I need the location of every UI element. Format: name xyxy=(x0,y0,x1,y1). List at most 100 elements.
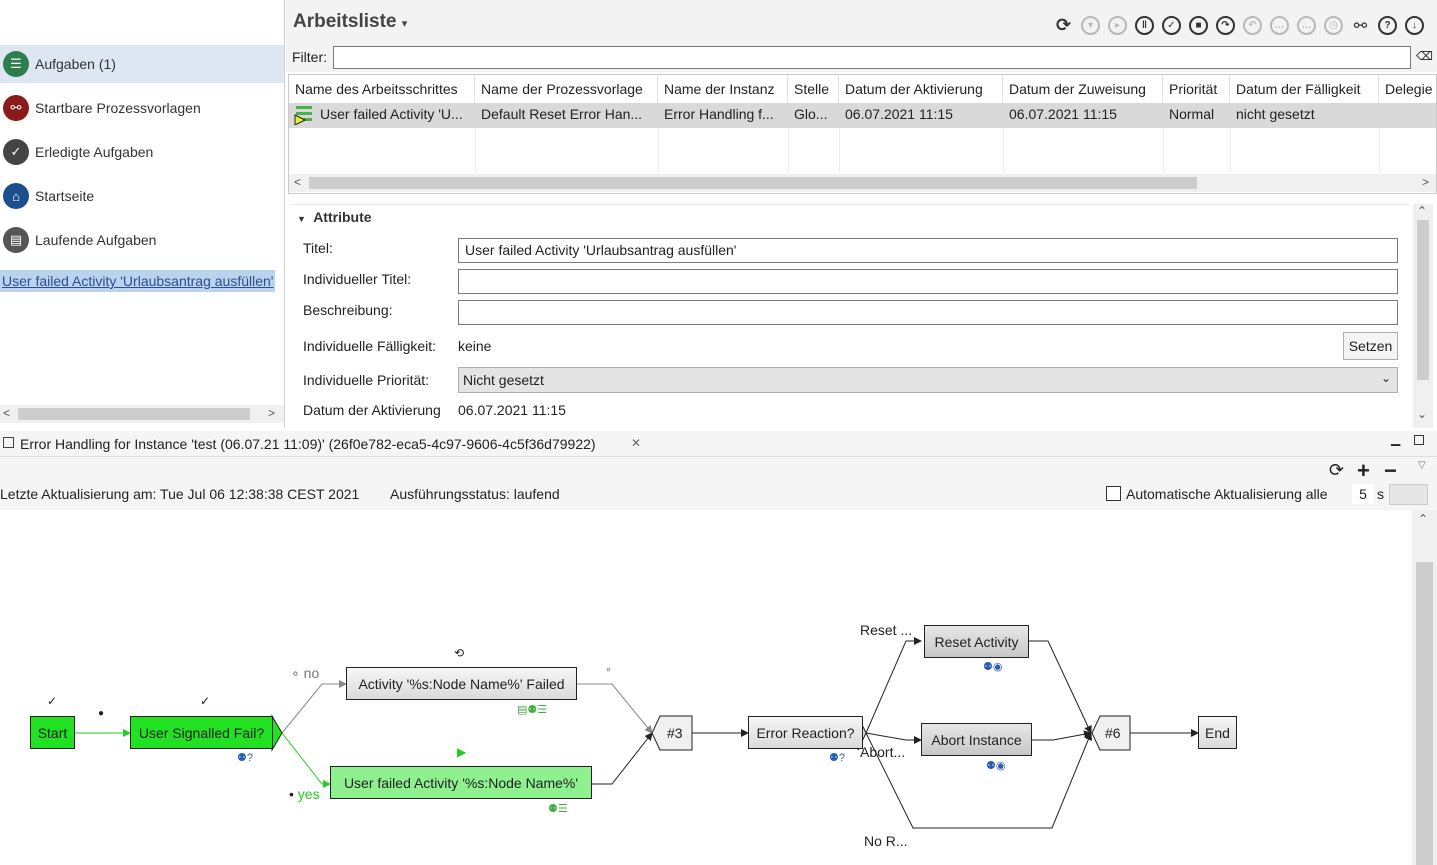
table-row[interactable]: User failed Activity 'U... Default Reset… xyxy=(289,103,1436,128)
error-handling-tab-bar: Error Handling for Instance 'test (06.07… xyxy=(0,431,1437,457)
column-header[interactable]: Name der Instanz xyxy=(658,75,788,103)
sidebar-item-aufgaben[interactable]: ☰ Aufgaben (1) xyxy=(0,45,284,83)
column-header[interactable]: Datum der Fälligkeit xyxy=(1230,75,1379,103)
sidebar-item-label: Aufgaben (1) xyxy=(35,56,116,72)
aktivierung-value: 06.07.2021 11:15 xyxy=(458,402,566,418)
process-diagram: Start ✓ User Signalled Fail? ✓ ● ⚉? Acti… xyxy=(0,510,1412,865)
zoom-in-icon[interactable]: + xyxy=(1357,458,1370,483)
play-icon[interactable]: ▸ xyxy=(1108,16,1127,35)
edge xyxy=(281,732,331,788)
node-join-6[interactable]: #6 xyxy=(1105,725,1121,741)
table-hscrollbar[interactable]: < > xyxy=(289,174,1436,192)
scroll-up-icon[interactable]: ⌃ xyxy=(1418,512,1429,526)
scroll-down-icon[interactable]: ⌄ xyxy=(1417,407,1428,421)
edge xyxy=(865,732,922,744)
process-graph-icon[interactable]: ⚯ xyxy=(1353,17,1368,35)
discussion-icon[interactable]: … xyxy=(1297,16,1316,35)
node-user-signalled-fail[interactable]: User Signalled Fail? xyxy=(130,716,273,749)
move-down-icon[interactable]: ▾ xyxy=(1081,16,1100,35)
scroll-thumb[interactable] xyxy=(1416,562,1433,865)
attributes-header[interactable]: ▼ Attribute xyxy=(297,209,372,225)
tab-error-handling[interactable]: Error Handling for Instance 'test (06.07… xyxy=(20,436,596,452)
scroll-thumb[interactable] xyxy=(18,408,250,420)
column-header[interactable]: Name der Prozessvorlage xyxy=(475,75,658,103)
node-user-failed-activity[interactable]: User failed Activity '%s:Node Name%' xyxy=(330,766,592,799)
scroll-thumb[interactable] xyxy=(309,177,1197,189)
stop-icon[interactable]: ■ xyxy=(1189,16,1208,35)
individueller-titel-field[interactable] xyxy=(458,269,1398,294)
diagram-edges xyxy=(75,637,1199,829)
forward-icon[interactable]: ↷ xyxy=(1216,16,1235,35)
prioritaet-select[interactable]: Nicht gesetzt ⌄ xyxy=(458,367,1398,393)
table-cell: 06.07.2021 11:15 xyxy=(1009,106,1117,122)
comment-icon[interactable]: … xyxy=(1270,16,1289,35)
table-cell: 06.07.2021 11:15 xyxy=(845,106,953,122)
help-icon[interactable]: ? xyxy=(1378,16,1397,35)
grid-line xyxy=(1163,128,1164,173)
node-start[interactable]: Start xyxy=(30,716,75,749)
sidebar-item-startbare-prozessvorlagen[interactable]: ⚯ Startbare Prozessvorlagen xyxy=(0,89,284,127)
complete-icon[interactable]: ✓ xyxy=(1162,16,1181,35)
column-header[interactable]: Datum der Aktivierung xyxy=(839,75,1003,103)
zoom-out-icon[interactable]: − xyxy=(1384,458,1397,483)
column-header[interactable]: Priorität xyxy=(1163,75,1230,103)
clear-filter-icon[interactable]: ⌫ xyxy=(1416,49,1433,63)
undo-icon[interactable]: ↶ xyxy=(1243,16,1262,35)
column-header[interactable]: Delegie xyxy=(1379,75,1436,103)
column-header[interactable]: Name des Arbeitsschrittes xyxy=(289,75,475,103)
scroll-left-icon[interactable]: < xyxy=(294,175,302,189)
diagram-vscrollbar[interactable]: ⌃ xyxy=(1412,510,1437,865)
filter-input[interactable] xyxy=(333,46,1411,69)
scroll-up-icon[interactable]: ⌃ xyxy=(1417,204,1428,218)
scroll-right-icon[interactable]: > xyxy=(1422,175,1430,189)
refresh-icon[interactable]: ⟳ xyxy=(1055,15,1072,35)
activity-attributes-icon: ⚉◉ xyxy=(983,661,1003,673)
loop-icon: ⟲ xyxy=(454,646,465,660)
scroll-thumb[interactable] xyxy=(1417,220,1429,380)
worklist-header: Arbeitsliste ▾ ⟳ ▾ ▸ ǁ ✓ ■ ↷ ↶ … … ◷ ⚯ ?… xyxy=(286,0,1437,44)
individueller-titel-label: Individueller Titel: xyxy=(303,271,412,287)
column-header[interactable]: Stelle xyxy=(788,75,839,103)
table-cell: Error Handling f... xyxy=(664,106,774,122)
table-cell: Default Reset Error Han... xyxy=(481,106,643,122)
node-activity-failed[interactable]: Activity '%s:Node Name%' Failed xyxy=(346,667,577,700)
attributes-vscrollbar[interactable]: ⌃ ⌄ xyxy=(1413,204,1433,428)
worklist-title[interactable]: Arbeitsliste ▾ xyxy=(293,11,408,32)
setzen-button[interactable]: Setzen xyxy=(1343,332,1398,360)
node-end[interactable]: End xyxy=(1198,716,1237,749)
instance-link-row: User failed Activity 'Urlaubsantrag ausf… xyxy=(0,270,284,294)
node-error-reaction[interactable]: Error Reaction? xyxy=(748,716,863,749)
edge xyxy=(1032,730,1092,741)
split-marker xyxy=(271,714,283,752)
node-join-3[interactable]: #3 xyxy=(667,725,683,741)
node-abort-instance[interactable]: Abort Instance xyxy=(921,723,1032,756)
timer-icon[interactable]: ◷ xyxy=(1324,16,1343,35)
table-cell: nicht gesetzt xyxy=(1236,106,1315,122)
scroll-left-icon[interactable]: < xyxy=(3,406,11,420)
close-icon[interactable]: ✕ xyxy=(631,436,642,450)
sidebar-item-startseite[interactable]: ⌂ Startseite xyxy=(0,177,284,215)
minimize-icon[interactable]: ▁ xyxy=(1391,432,1401,446)
sidebar-hscrollbar[interactable]: < > xyxy=(0,405,284,423)
view-menu-icon[interactable]: ▽ xyxy=(1418,460,1426,471)
titel-field[interactable]: User failed Activity 'Urlaubsantrag ausf… xyxy=(458,238,1398,263)
instance-link[interactable]: User failed Activity 'Urlaubsantrag ausf… xyxy=(0,270,276,292)
participants-icon: ⚉? xyxy=(237,752,253,764)
pause-icon[interactable]: ǁ xyxy=(1135,16,1154,35)
maximize-icon[interactable] xyxy=(1414,435,1424,445)
grid-line xyxy=(658,128,659,173)
beschreibung-field[interactable] xyxy=(458,300,1398,325)
last-update-text: Letzte Aktualisierung am: Tue Jul 06 12:… xyxy=(0,486,360,502)
edge xyxy=(1029,640,1092,734)
scroll-right-icon[interactable]: > xyxy=(268,406,276,420)
auto-update-checkbox[interactable] xyxy=(1106,486,1121,501)
auto-update-interval-input[interactable]: 5 xyxy=(1352,484,1374,504)
sidebar-item-laufende-aufgaben[interactable]: ▤ Laufende Aufgaben xyxy=(0,221,284,259)
refresh-icon[interactable]: ⟳ xyxy=(1329,460,1345,480)
download-icon[interactable]: ↓ xyxy=(1405,16,1424,35)
aktivierung-label: Datum der Aktivierung xyxy=(303,402,441,418)
sidebar-item-erledigte-aufgaben[interactable]: ✓ Erledigte Aufgaben xyxy=(0,133,284,171)
node-reset-activity[interactable]: Reset Activity xyxy=(924,625,1029,658)
auto-update-apply-button[interactable] xyxy=(1389,484,1428,505)
column-header[interactable]: Datum der Zuweisung xyxy=(1003,75,1163,103)
